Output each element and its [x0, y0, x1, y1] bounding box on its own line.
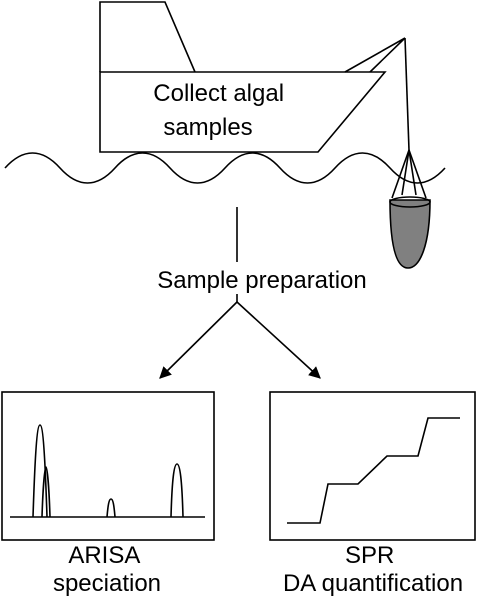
boat-cabin: [99, 1, 196, 73]
step-label-background: [135, 262, 387, 294]
spr-panel: [269, 391, 476, 541]
boat-crane: [344, 37, 406, 73]
step-label: Sample preparation: [157, 267, 366, 294]
arisa-panel-frame: [1, 391, 215, 541]
arrow-to-arisa: [159, 301, 238, 379]
boat-label-line1: Collect algal: [153, 80, 284, 107]
arisa-peak: [106, 498, 116, 518]
water-waves: [4, 152, 446, 184]
spr-caption: SPR DA quantification: [283, 542, 463, 597]
arisa-panel: [1, 391, 215, 541]
arisa-peak: [170, 463, 184, 518]
boat-label-line2: samples: [163, 114, 252, 141]
sampler-net-icon: [389, 37, 431, 269]
sampler-bucket: [389, 199, 431, 269]
arisa-peak: [41, 466, 51, 518]
arisa-caption: ARISA speciation: [53, 542, 161, 597]
spr-caption-line1: SPR: [345, 542, 394, 569]
boat-label: Collect algal samples: [153, 80, 290, 141]
arrow-to-spr: [236, 301, 321, 379]
spr-panel-frame: [269, 391, 476, 541]
boat-hull: [99, 71, 387, 153]
arisa-caption-line2: speciation: [53, 570, 161, 597]
spr-caption-line2: DA quantification: [283, 570, 463, 597]
arisa-caption-line1: ARISA: [68, 542, 140, 569]
spr-step-curve: [287, 417, 460, 524]
